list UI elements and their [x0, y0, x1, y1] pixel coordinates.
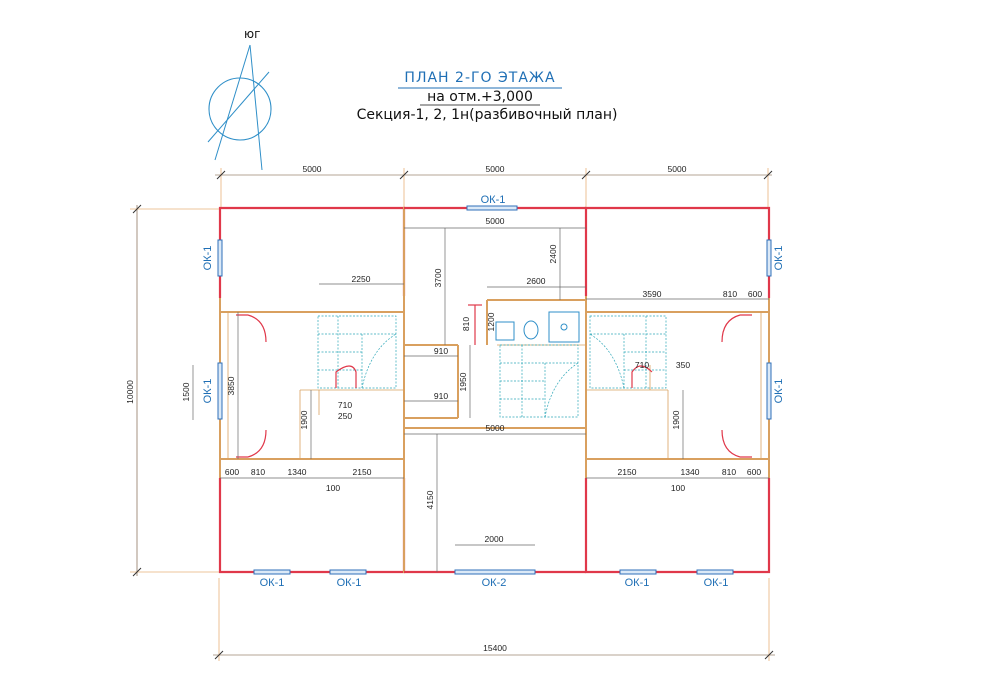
window-right-upper	[766, 239, 772, 277]
dim-1200: 1200	[486, 312, 496, 331]
stairs-right	[589, 315, 667, 389]
dim-710-left: 710	[338, 400, 352, 410]
window-label-right-middle: ОК-1	[773, 379, 785, 404]
window-top-middle	[466, 205, 518, 211]
dim-910-a: 910	[434, 346, 448, 356]
section-middle	[403, 206, 587, 574]
window-label-bottom-right-1: ОК-1	[625, 577, 650, 589]
dim-810-left: 810	[251, 467, 265, 477]
dim-top-1: 5000	[303, 164, 322, 174]
dim-middle-top: 5000	[486, 216, 505, 226]
section-left	[218, 206, 406, 574]
window-bottom-middle	[454, 569, 536, 575]
window-label-left-middle: ОК-1	[202, 379, 214, 404]
bottom-chain-left: 600 810 1340 2150 100	[220, 467, 404, 493]
title-line-2: на отм.+3,000	[427, 89, 533, 105]
shower-tray-icon	[548, 311, 580, 343]
dim-1340-right: 1340	[681, 467, 700, 477]
dim-3850: 3850	[226, 376, 236, 395]
window-right-middle	[766, 362, 772, 420]
window-bottom-right-1	[619, 569, 657, 575]
compass-diagonal	[207, 71, 270, 143]
window-label-left-upper: ОК-1	[202, 246, 214, 271]
drawing-title: ПЛАН 2-ГО ЭТАЖА на отм.+3,000 Секция-1, …	[357, 70, 618, 123]
door-right-stair	[631, 365, 653, 388]
dim-top-2: 5000	[486, 164, 505, 174]
dim-350: 350	[676, 360, 690, 370]
dim-600-right: 600	[748, 289, 762, 299]
dim-3700: 3700	[433, 268, 443, 287]
dim-3590: 3590	[643, 289, 662, 299]
dim-2250: 2250	[352, 274, 371, 284]
window-label-bottom-left-2: ОК-1	[337, 577, 362, 589]
door-left-lower	[236, 429, 267, 458]
title-line-3: Секция-1, 2, 1н(разбивочный план)	[357, 107, 618, 123]
dim-overall-height: 10000	[125, 380, 135, 404]
toilet-icon	[523, 320, 539, 340]
doors	[236, 314, 752, 458]
dim-1340-left: 1340	[288, 467, 307, 477]
dim-middle-bottom: 5000	[486, 423, 505, 433]
windows: ОК-1 ОК-1 ОК-1 ОК-1 ОК-1 ОК-1 ОК-1 ОК-2 …	[202, 194, 785, 589]
dim-250: 250	[338, 411, 352, 421]
bottom-chain-right: 2150 1340 810 600 100	[586, 467, 769, 493]
dim-600-left: 600	[225, 467, 239, 477]
sink-icon	[495, 321, 515, 341]
window-left-middle	[217, 362, 223, 420]
dim-710-right: 710	[635, 360, 649, 370]
door-right-lower	[721, 429, 752, 458]
section-right	[584, 206, 771, 574]
dim-1900-right: 1900	[671, 410, 681, 429]
dim-2150-left: 2150	[353, 467, 372, 477]
dim-1500: 1500	[181, 382, 191, 401]
window-label-bottom-left-1: ОК-1	[260, 577, 285, 589]
window-left-upper	[217, 239, 223, 277]
dim-1900-left: 1900	[299, 410, 309, 429]
dimension-bottom-chain: 15400	[213, 578, 775, 661]
title-line-1: ПЛАН 2-ГО ЭТАЖА	[404, 70, 555, 86]
dim-2150-right: 2150	[618, 467, 637, 477]
door-left-stair	[335, 365, 357, 388]
dim-overall-width: 15400	[483, 643, 507, 653]
dim-top-3: 5000	[668, 164, 687, 174]
window-label-right-upper: ОК-1	[773, 246, 785, 271]
dim-600-right-bottom: 600	[747, 467, 761, 477]
compass-needle-right	[249, 44, 263, 171]
compass-needle-left	[214, 44, 251, 161]
dim-810-right-bottom: 810	[722, 467, 736, 477]
door-right-upper	[721, 314, 752, 343]
dim-810-right: 810	[723, 289, 737, 299]
stairs-middle	[499, 344, 579, 418]
dimension-top-chain: 5000 5000 5000	[215, 164, 773, 207]
window-label-top-middle: ОК-1	[481, 194, 506, 206]
dim-100-left: 100	[326, 483, 340, 493]
window-label-bottom-right-2: ОК-1	[704, 577, 729, 589]
section-middle-frame	[403, 207, 587, 573]
window-bottom-left-1	[253, 569, 291, 575]
dim-100-right: 100	[671, 483, 685, 493]
dimension-left-chain: 10000	[125, 204, 219, 577]
bathroom-fixtures	[468, 304, 580, 345]
dim-1950: 1950	[458, 372, 468, 391]
stairs-left	[317, 315, 397, 389]
window-label-bottom-middle: ОК-2	[482, 577, 507, 589]
window-bottom-right-2	[696, 569, 734, 575]
door-left-upper	[236, 314, 267, 343]
compass-label: юг	[244, 27, 260, 41]
compass: юг	[207, 27, 272, 171]
dim-910-b: 910	[434, 391, 448, 401]
dim-2000: 2000	[485, 534, 504, 544]
dim-4150: 4150	[425, 490, 435, 509]
window-bottom-left-2	[329, 569, 367, 575]
dim-2400: 2400	[548, 244, 558, 263]
dim-810-middle: 810	[461, 317, 471, 331]
interior-dimensions: 5000 3700 2400 2600 3590 810 600 2250 38…	[181, 216, 769, 572]
dim-2600: 2600	[527, 276, 546, 286]
